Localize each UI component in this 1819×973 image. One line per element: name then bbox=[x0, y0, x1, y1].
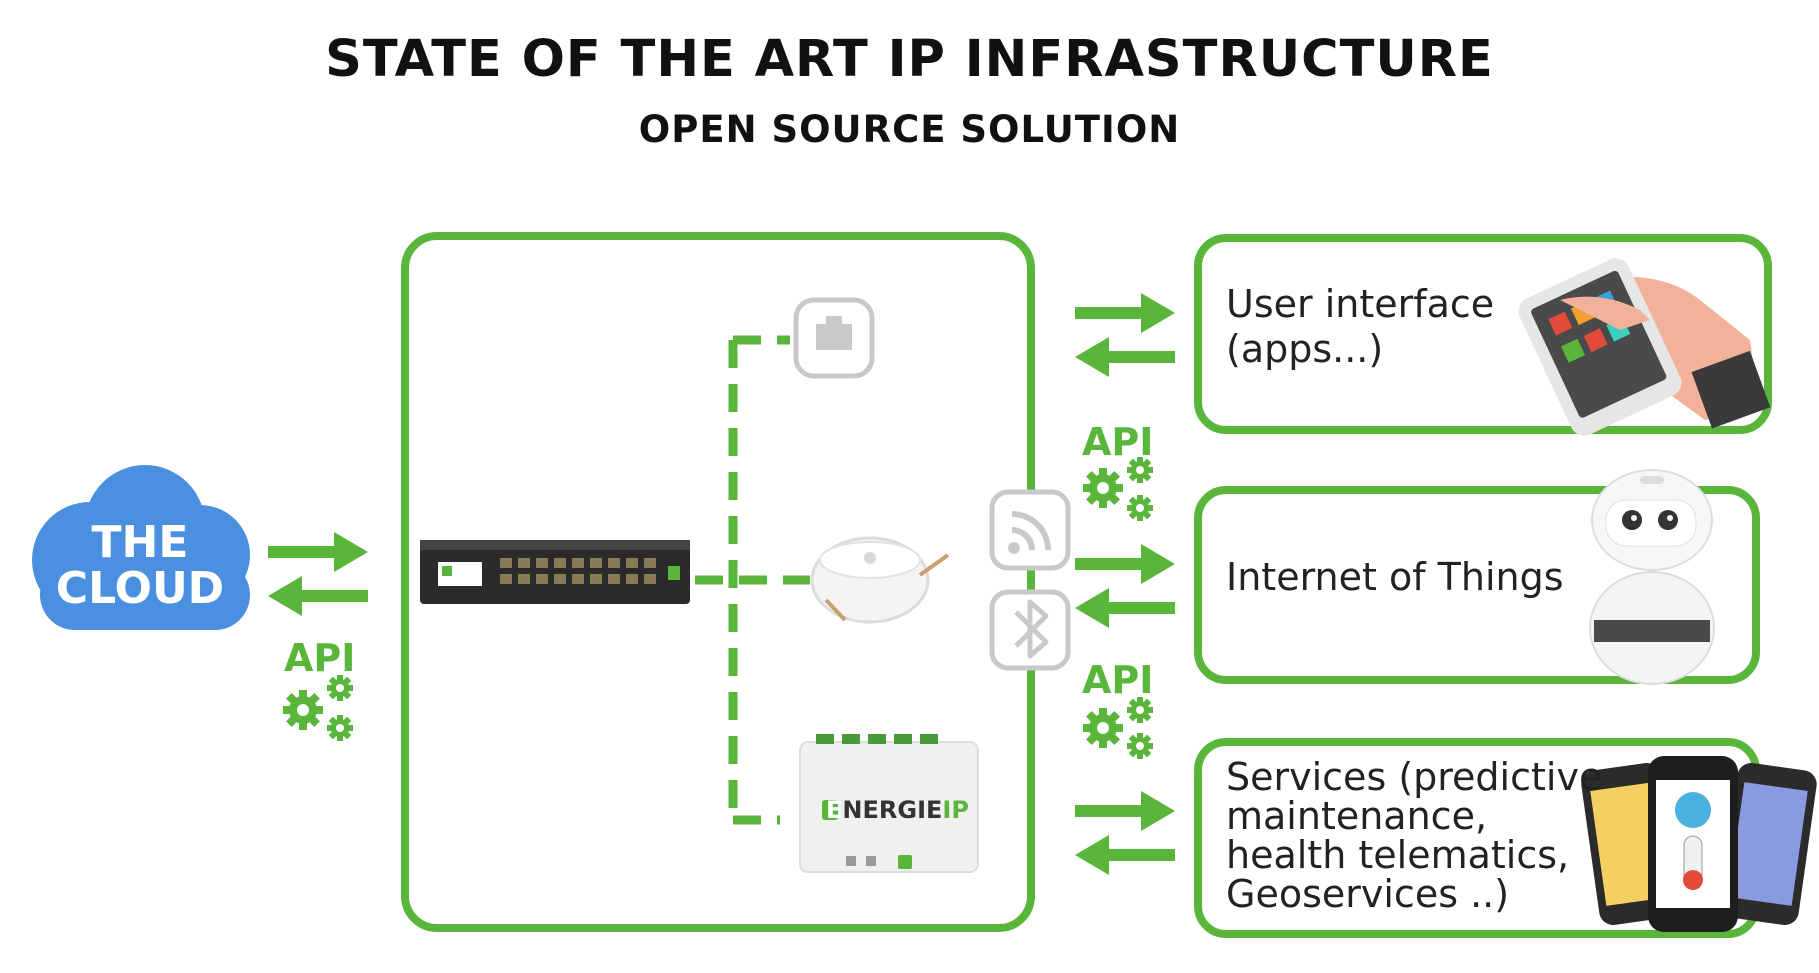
ui-box bbox=[1194, 234, 1772, 434]
ui-box-line2: (apps...) bbox=[1226, 327, 1384, 371]
services-box-line3: health telematics, bbox=[1226, 833, 1570, 877]
network-switch-icon bbox=[420, 540, 690, 604]
central-container bbox=[401, 232, 1035, 932]
gears-icon bbox=[1083, 697, 1153, 759]
wireless-icon bbox=[989, 489, 1071, 571]
services-box-line2: maintenance, bbox=[1226, 794, 1488, 838]
bluetooth-icon bbox=[989, 589, 1071, 671]
page-subtitle: OPEN SOURCE SOLUTION bbox=[638, 108, 1181, 151]
cloud-exchange-arrows bbox=[268, 532, 368, 616]
api-label-ui: API bbox=[1082, 420, 1154, 464]
ui-exchange-arrows bbox=[1075, 293, 1175, 377]
iot-box-line1: Internet of Things bbox=[1226, 555, 1564, 599]
smartphone-hand-icon bbox=[1518, 258, 1771, 436]
gears-icon bbox=[283, 675, 353, 741]
cloud-label-line2: CLOUD bbox=[55, 563, 225, 614]
ui-box-line1: User interface bbox=[1226, 282, 1495, 326]
ui-box-text: User interface (apps...) bbox=[1226, 282, 1494, 372]
ethernet-port-icon bbox=[793, 297, 875, 379]
services-box-line1: Services (predictive bbox=[1226, 755, 1603, 799]
page-title: STATE OF THE ART IP INFRASTRUCTURE bbox=[325, 30, 1494, 89]
iot-box-text: Internet of Things bbox=[1226, 555, 1564, 600]
energieip-logo: ENERGIEIP bbox=[826, 796, 969, 824]
services-exchange-arrows bbox=[1075, 791, 1175, 875]
cloud-icon bbox=[32, 465, 250, 630]
iot-box bbox=[1194, 486, 1760, 684]
phones-icon bbox=[1581, 756, 1817, 932]
sensor-icon bbox=[810, 536, 950, 624]
controller-box-icon bbox=[799, 734, 979, 873]
robot-icon bbox=[1589, 469, 1715, 685]
services-box-text: Services (predictive maintenance, health… bbox=[1226, 758, 1602, 914]
api-label-services: API bbox=[1082, 658, 1154, 702]
cloud-label: THE CLOUD bbox=[40, 520, 240, 612]
dashed-network-lines bbox=[695, 335, 810, 825]
services-box-line4: Geoservices ..) bbox=[1226, 872, 1510, 916]
api-label-cloud: API bbox=[284, 636, 356, 680]
cloud-label-line1: THE bbox=[91, 517, 189, 568]
iot-exchange-arrows bbox=[1075, 544, 1175, 628]
gears-icon bbox=[1083, 457, 1153, 521]
